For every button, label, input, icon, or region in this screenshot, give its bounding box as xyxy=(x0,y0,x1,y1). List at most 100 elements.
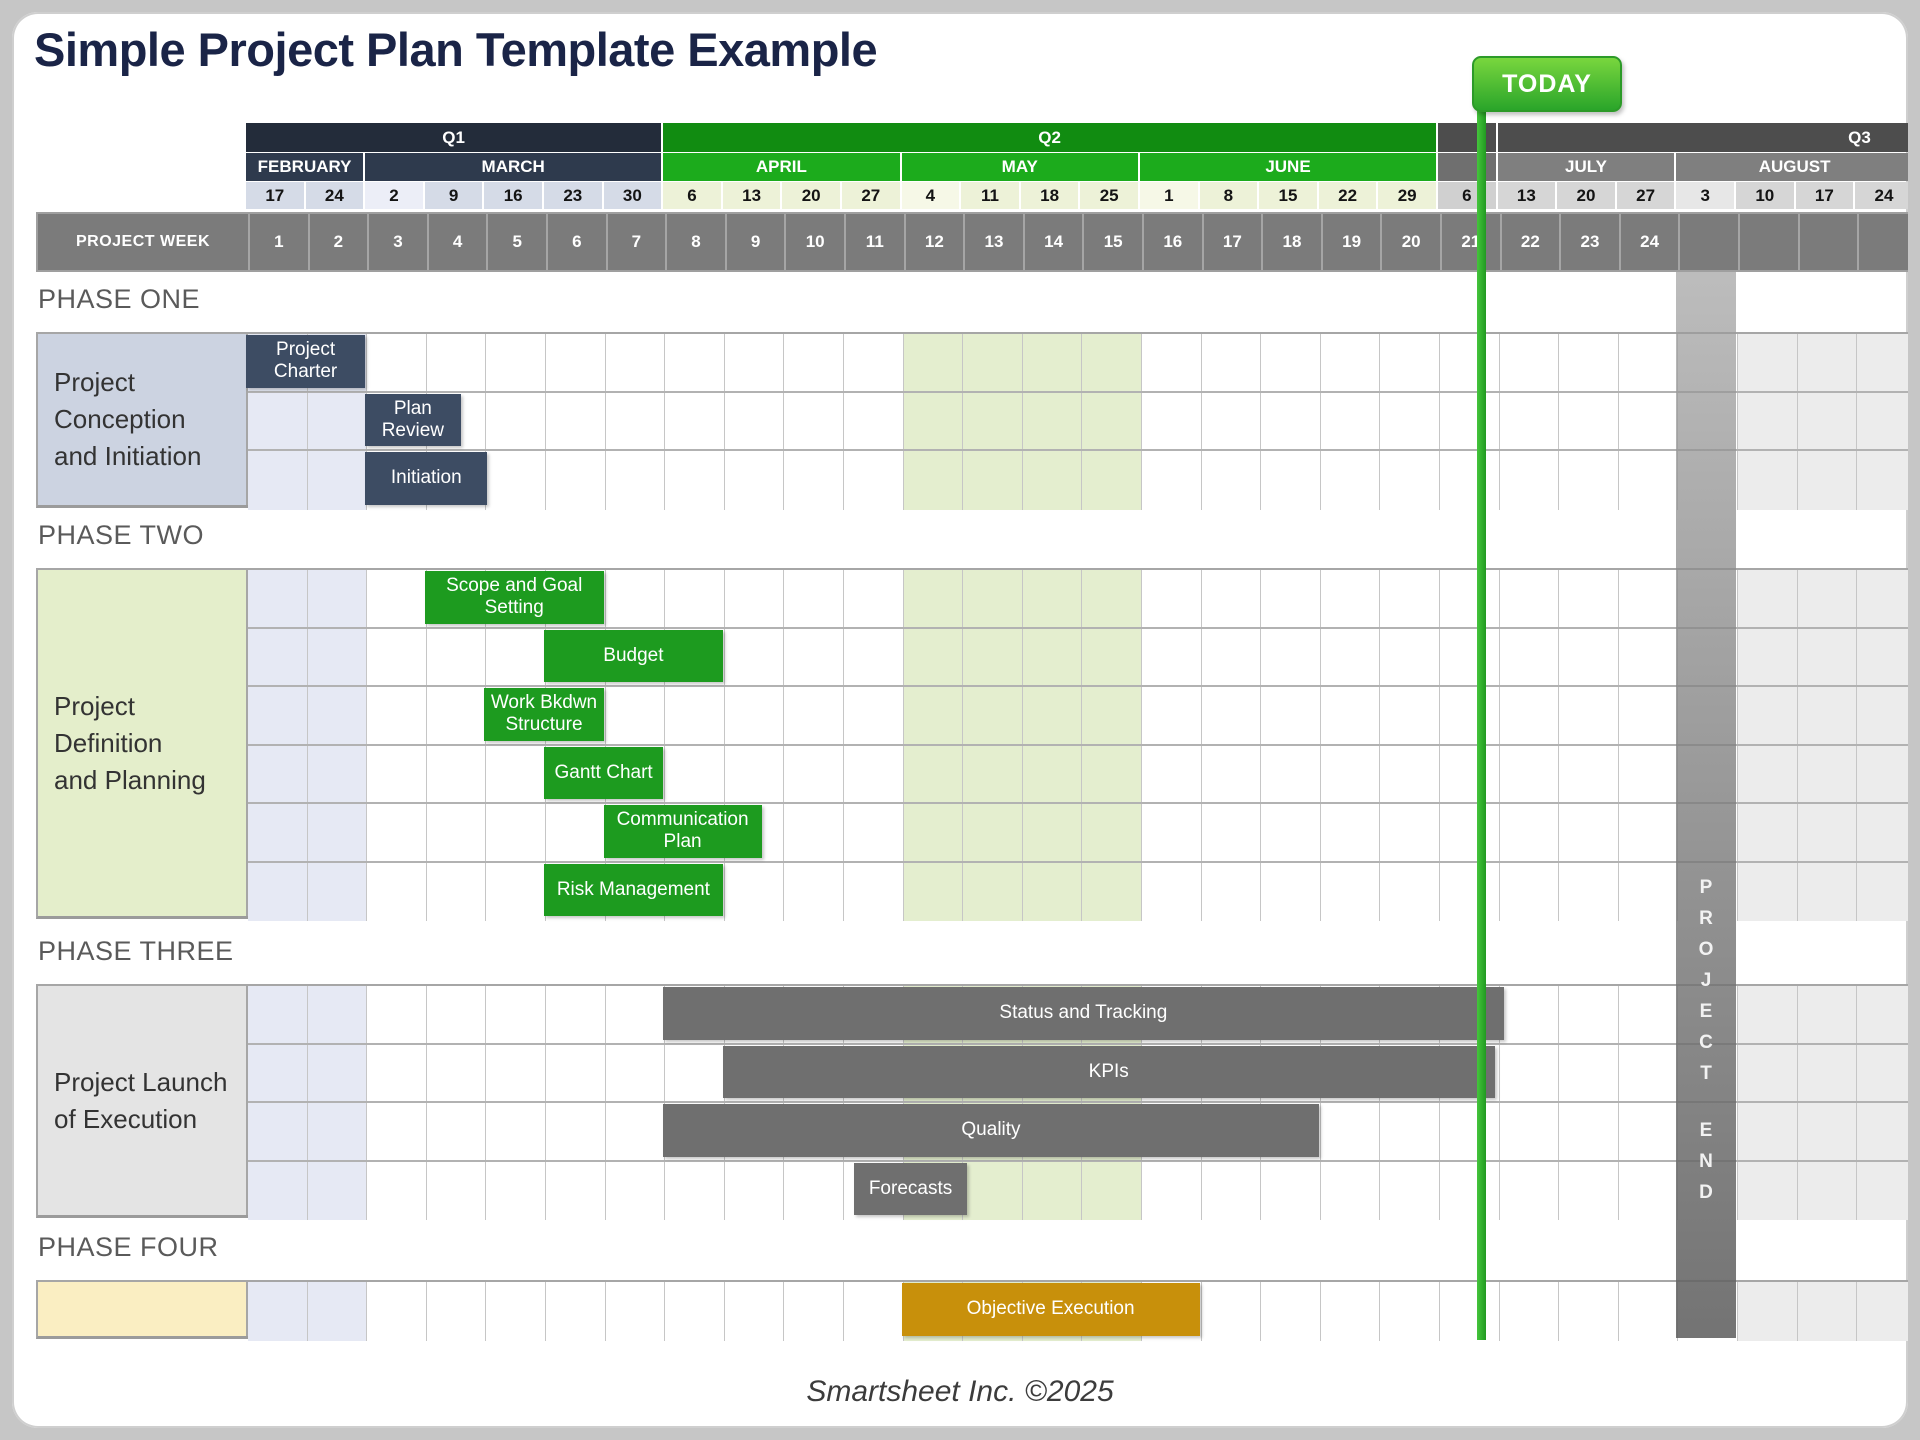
grid-cell xyxy=(1559,392,1619,449)
grid-cell xyxy=(1201,745,1262,802)
grid-cell xyxy=(1320,804,1381,861)
task-bar[interactable]: Quality xyxy=(663,1104,1319,1157)
grid-cell xyxy=(1082,804,1142,861)
quarter-cell: Q1 xyxy=(246,123,664,152)
grid-cell xyxy=(1201,1282,1262,1341)
grid-cell xyxy=(1022,804,1083,861)
today-flag-label: TODAY xyxy=(1502,69,1592,98)
grid-cell xyxy=(1261,334,1321,391)
grid-cell xyxy=(1142,745,1202,802)
date-cell: 11 xyxy=(961,182,1021,209)
grid-cell xyxy=(248,862,308,921)
grid-cell xyxy=(844,804,904,861)
grid-cell xyxy=(1201,570,1262,627)
task-bar[interactable]: Project Charter xyxy=(246,335,366,388)
grid-cell xyxy=(1797,334,1858,391)
date-cell: 1 xyxy=(1140,182,1200,209)
grid-cell xyxy=(486,986,546,1043)
grid-cell xyxy=(426,1103,487,1160)
grid-cell xyxy=(1857,1103,1908,1160)
task-bar[interactable]: Status and Tracking xyxy=(663,987,1504,1040)
grid-cell xyxy=(1320,334,1381,391)
task-bar-label: Scope and Goal Setting xyxy=(446,575,583,619)
task-bar-label: Quality xyxy=(961,1119,1021,1141)
task-bar[interactable]: Budget xyxy=(544,629,723,682)
grid-cell xyxy=(1559,1103,1619,1160)
grid-cell xyxy=(1738,1103,1798,1160)
grid-cell xyxy=(844,862,904,921)
grid-cell xyxy=(1857,334,1908,391)
grid-cell xyxy=(724,334,785,391)
grid-cell xyxy=(1082,862,1142,921)
task-bar[interactable]: Gantt Chart xyxy=(544,746,664,799)
grid-cell xyxy=(1082,570,1142,627)
grid-cell xyxy=(367,862,427,921)
grid-cell xyxy=(426,986,487,1043)
grid-cell xyxy=(1738,1282,1798,1341)
grid-cell xyxy=(1082,392,1142,449)
month-cell: FEBRUARY xyxy=(246,153,366,181)
grid-cell xyxy=(844,570,904,627)
grid-cell xyxy=(1499,451,1560,510)
grid-cell xyxy=(1738,570,1798,627)
date-cell: 17 xyxy=(246,182,306,209)
grid-cell xyxy=(367,1103,427,1160)
grid-cell xyxy=(426,628,487,685)
phase-label-line: Project xyxy=(54,690,135,721)
grid-cell xyxy=(1797,1282,1858,1341)
task-bar-label: Work Bkdwn Structure xyxy=(490,692,598,736)
grid-cell xyxy=(1201,687,1262,744)
task-bar[interactable]: Forecasts xyxy=(853,1162,968,1215)
grid-cell xyxy=(784,628,844,685)
grid-cell xyxy=(903,392,964,449)
task-bar[interactable]: Initiation xyxy=(365,452,488,505)
grid-cell xyxy=(426,1161,487,1220)
grid-cell xyxy=(1559,862,1619,921)
grid-cell xyxy=(1380,687,1440,744)
week-cell: 20 xyxy=(1380,214,1440,270)
date-cell: 8 xyxy=(1199,182,1260,209)
grid-cell xyxy=(367,628,427,685)
grid-cell xyxy=(784,392,844,449)
project-week-label: PROJECT WEEK xyxy=(75,233,210,250)
task-bar[interactable]: Communication Plan xyxy=(603,805,762,858)
date-cell: 27 xyxy=(1616,182,1677,209)
grid-cell xyxy=(784,804,844,861)
phase-rows xyxy=(248,334,1908,510)
grid-cell xyxy=(426,1044,487,1101)
date-cell: 20 xyxy=(782,182,842,209)
grid-cell xyxy=(1380,628,1440,685)
grid-cell xyxy=(486,628,546,685)
grid-cell xyxy=(1857,628,1908,685)
grid-cell xyxy=(903,745,964,802)
grid-cell xyxy=(1380,570,1440,627)
grid-cell xyxy=(1440,862,1500,921)
week-cell: 2 xyxy=(307,214,368,270)
grid-cell xyxy=(963,745,1023,802)
week-cell: 14 xyxy=(1022,214,1083,270)
week-cell: 4 xyxy=(426,214,487,270)
grid-cell xyxy=(367,570,427,627)
grid-cell xyxy=(486,862,546,921)
task-bar[interactable]: Risk Management xyxy=(544,863,723,916)
task-bar[interactable]: KPIs xyxy=(722,1045,1495,1098)
grid-cell xyxy=(248,570,308,627)
grid-cell xyxy=(1499,986,1560,1043)
grid-cell xyxy=(1142,628,1202,685)
task-bar[interactable]: Plan Review xyxy=(365,393,461,446)
task-bar[interactable]: Work Bkdwn Structure xyxy=(484,688,604,741)
grid-cell xyxy=(724,745,785,802)
grid-cell xyxy=(486,1044,546,1101)
task-bar[interactable]: Scope and Goal Setting xyxy=(424,571,604,624)
grid-cell xyxy=(1857,570,1908,627)
week-cell: 19 xyxy=(1320,214,1381,270)
grid-cell xyxy=(367,986,427,1043)
quarter-cell: Q2 xyxy=(663,123,1438,152)
grid-cell xyxy=(1201,862,1262,921)
project-end-letter: T xyxy=(1700,1063,1712,1084)
task-bar[interactable]: Objective Execution xyxy=(901,1283,1200,1336)
week-cell xyxy=(1738,214,1798,270)
